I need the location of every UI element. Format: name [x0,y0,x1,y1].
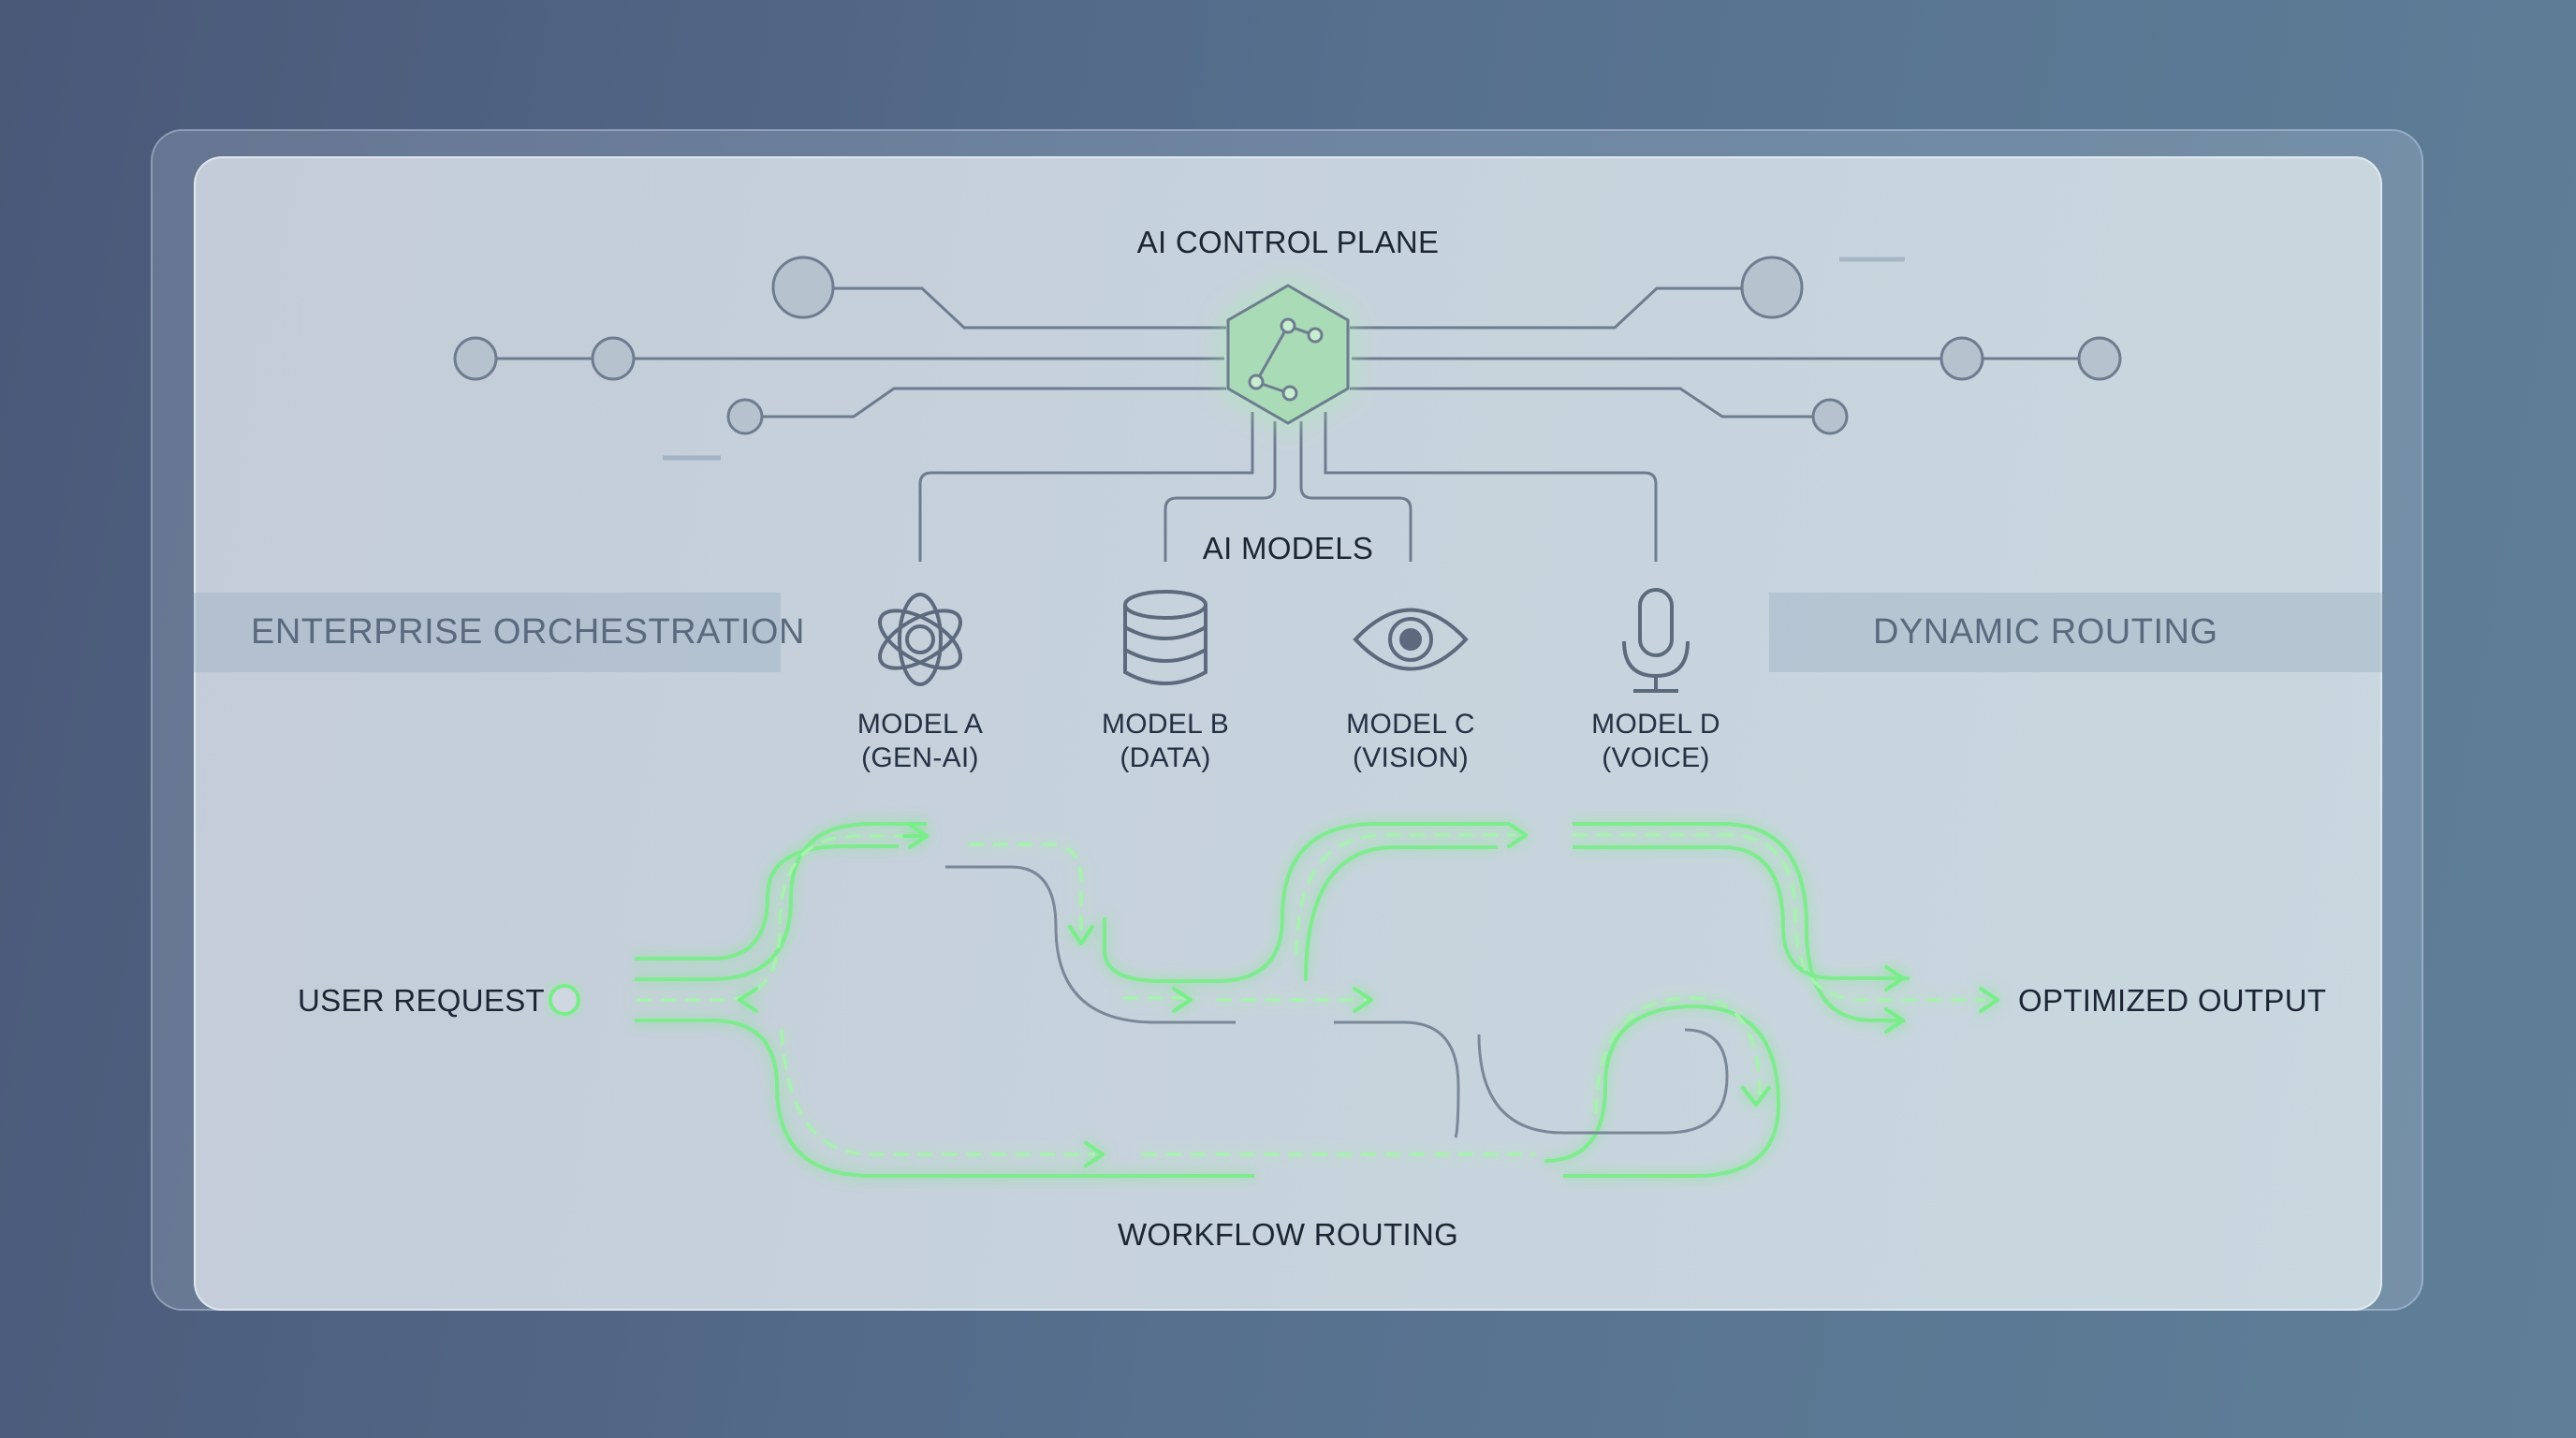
model-c-label: MODEL C (VISION) [1298,708,1523,775]
optimized-output-label: OPTIMIZED OUTPUT [2018,983,2327,1018]
ai-models-title: AI MODELS [1202,531,1374,565]
control-plane-title: AI CONTROL PLANE [1136,225,1440,259]
right-band [1769,593,2382,672]
circuit-right-top [1350,286,1741,330]
model-a-type: (GEN-AI) [861,742,979,773]
enterprise-orchestration-label: ENTERPRISE ORCHESTRATION [251,612,805,652]
decorative-dashes [663,257,1905,461]
workflow-gray-paths [945,865,1729,1138]
model-b-name: MODEL B [1101,709,1230,740]
user-request-label: USER REQUEST [298,983,545,1018]
model-a-label: MODEL A (GEN-AI) [808,708,1032,775]
control-plane-hub [1224,281,1352,429]
model-d-label: MODEL D (VOICE) [1544,708,1768,775]
node-right-inner [1939,336,1984,381]
node-left-outer [453,336,498,381]
circuit-right-low [1350,387,1816,418]
circuit-nodes [453,256,2122,435]
left-band [194,593,781,672]
dynamic-routing-label: DYNAMIC ROUTING [1873,612,2218,652]
node-left-inner [591,336,636,381]
connector-model-b [1164,421,1277,562]
microphone-icon [1622,588,1690,693]
node-left-small [726,398,764,435]
model-b-label: MODEL B (DATA) [1053,708,1278,775]
connector-model-c [1299,421,1412,562]
database-icon [1123,590,1208,685]
eye-icon [1353,608,1469,671]
connector-model-a [918,412,1254,562]
model-b-type: (DATA) [1120,742,1211,773]
model-c-type: (VISION) [1352,742,1470,773]
control-plane-circuits [493,286,2078,562]
node-right-small [1811,398,1849,435]
circuit-left-low [746,387,1226,418]
model-d-name: MODEL D [1591,709,1720,740]
connector-model-d [1324,412,1658,562]
node-left-large [771,256,835,319]
user-request-node [549,984,646,1016]
openai-knot-icon [878,593,962,686]
node-right-large [1740,256,1804,319]
hub-graph-icon [1248,317,1324,402]
workflow-routing-label: WORKFLOW ROUTING [1117,1217,1459,1252]
node-right-outer [2077,336,2122,381]
model-a-name: MODEL A [856,709,984,740]
workflow-routes [635,822,1999,1178]
circuit-left-top [831,286,1226,330]
model-d-type: (VOICE) [1602,742,1710,773]
model-c-name: MODEL C [1346,709,1475,740]
